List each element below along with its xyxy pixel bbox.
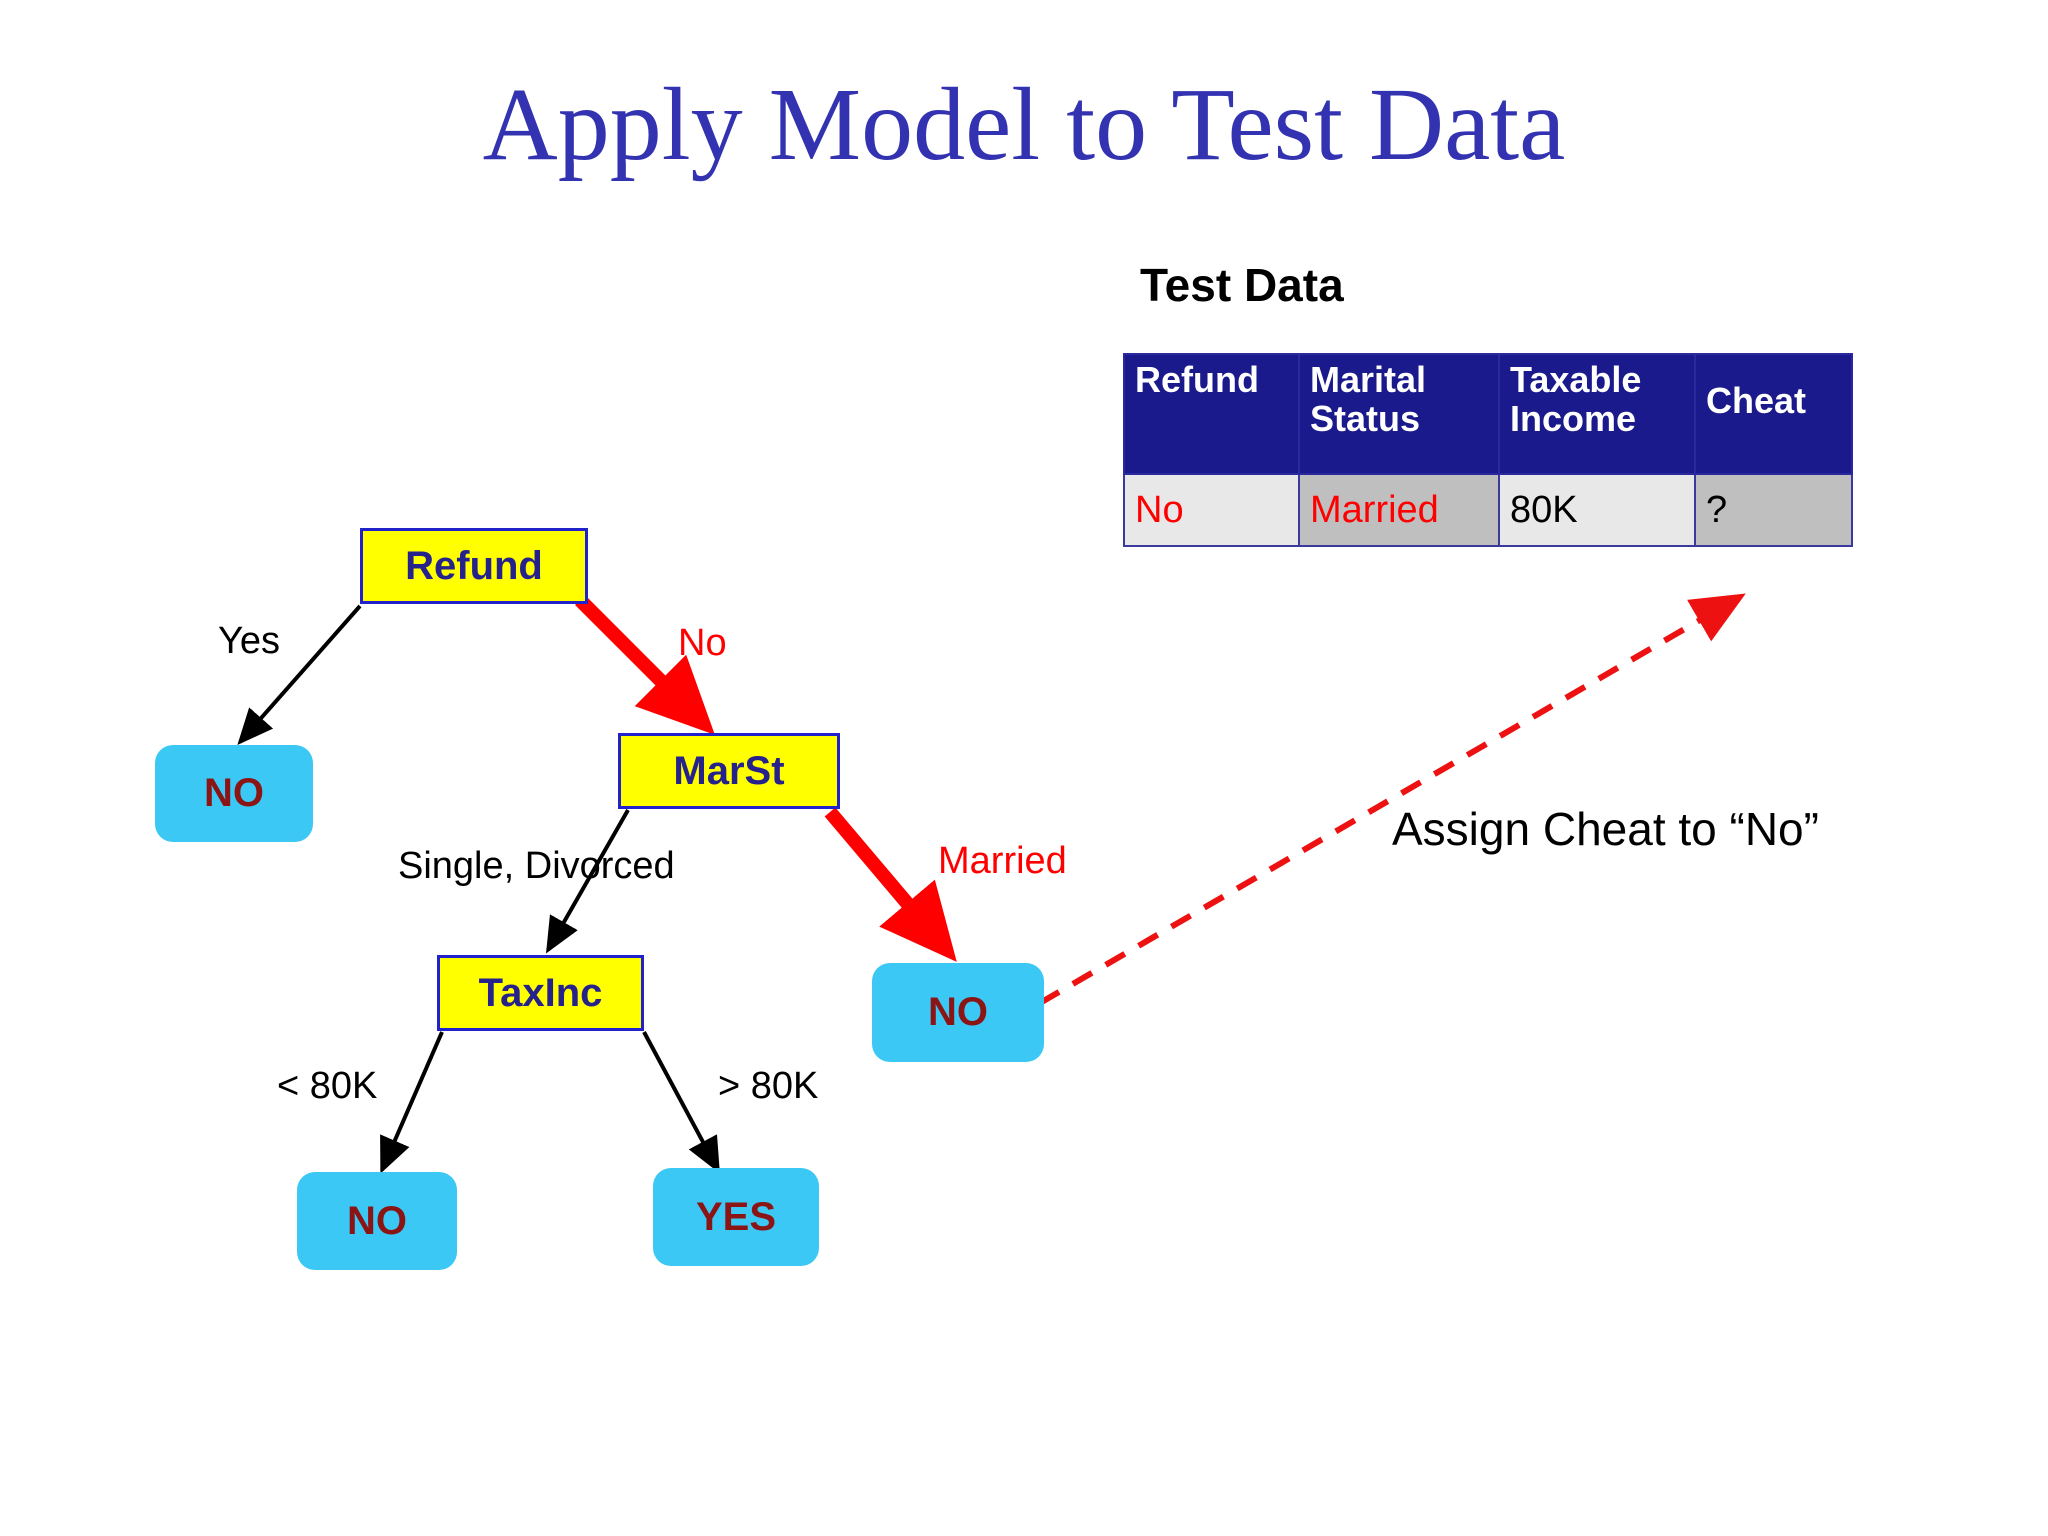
tree-leaf-yes-gt80k-label: YES <box>695 1194 777 1239</box>
tree-leaf-no-lt80k[interactable]: NO <box>297 1172 457 1270</box>
tree-node-marst[interactable]: MarSt <box>618 733 840 809</box>
table-header-refund: Refund <box>1123 353 1300 475</box>
table-header-taxable-income: Taxable Income <box>1498 353 1696 475</box>
cell-taxable-income: 80K <box>1498 473 1696 547</box>
assign-arrow <box>1038 593 1746 1006</box>
tree-leaf-no-married-label: NO <box>928 990 988 1034</box>
cell-cheat: ? <box>1694 473 1853 547</box>
table-header-marital-status: Marital Status <box>1298 353 1500 475</box>
edge-label-gt-80k: > 80K <box>718 1065 819 1107</box>
cell-refund: No <box>1123 473 1300 547</box>
edge-label-lt-80k: < 80K <box>277 1065 378 1107</box>
tree-leaf-yes-gt80k[interactable]: YES <box>653 1168 819 1266</box>
test-data-caption: Test Data <box>1140 259 1344 311</box>
edge-label-yes: Yes <box>218 620 280 662</box>
table-header-cheat: Cheat <box>1694 353 1853 475</box>
tree-node-refund-label: Refund <box>405 543 543 588</box>
assign-cheat-note: Assign Cheat to “No” <box>1392 803 1819 855</box>
edge-taxinc-gt80k <box>642 1031 720 1174</box>
tree-leaf-no-married[interactable]: NO <box>872 963 1044 1062</box>
test-data-table: Refund Marital Status Taxable Income Che… <box>1123 353 1853 547</box>
tree-node-taxinc[interactable]: TaxInc <box>437 955 644 1031</box>
tree-node-marst-label: MarSt <box>673 748 785 793</box>
edge-label-married: Married <box>938 840 1067 882</box>
tree-node-taxinc-label: TaxInc <box>478 970 603 1015</box>
tree-leaf-no-lt80k-label: NO <box>347 1198 407 1243</box>
edge-taxinc-lt80k <box>380 1031 444 1174</box>
page-title: Apply Model to Test Data <box>482 67 1566 182</box>
cell-marital-status: Married <box>1298 473 1500 547</box>
tree-leaf-no-refund-yes-label: NO <box>204 771 264 815</box>
edge-label-no: No <box>678 622 727 664</box>
table-header-row: Refund Marital Status Taxable Income Che… <box>1123 353 1853 475</box>
table-row: No Married 80K ? <box>1123 473 1853 547</box>
edge-label-single-divorced: Single, Divorced <box>398 845 675 887</box>
tree-node-refund[interactable]: Refund <box>360 528 588 604</box>
tree-leaf-no-refund-yes[interactable]: NO <box>155 745 313 842</box>
edge-marst-married <box>824 807 957 962</box>
